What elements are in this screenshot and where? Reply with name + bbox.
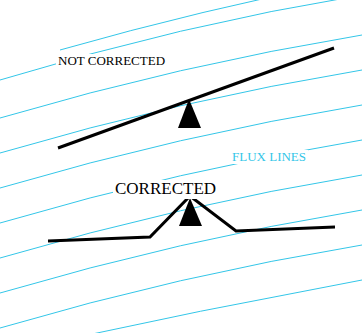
corrected-beam xyxy=(48,196,335,241)
fulcrum xyxy=(178,99,201,128)
flux-label: FLUX LINES xyxy=(230,150,308,164)
state-label: CORRECTED xyxy=(113,180,218,199)
fulcrum xyxy=(179,198,202,226)
state-label: NOT CORRECTED xyxy=(56,54,167,68)
